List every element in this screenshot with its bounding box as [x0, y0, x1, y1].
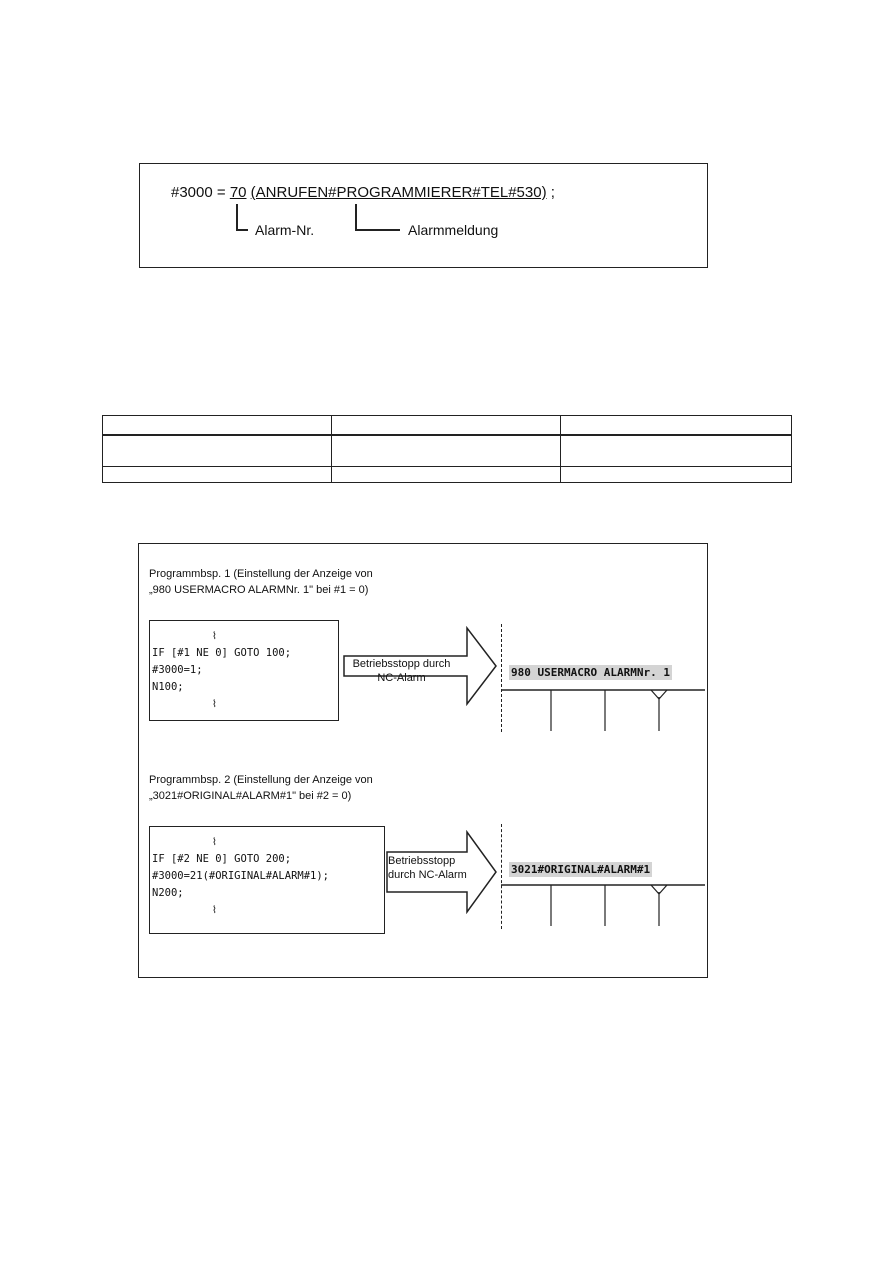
examples-box: Programmbsp. 1 (Einstellung der Anzeige … [138, 543, 708, 978]
alarm-number: 70 [229, 184, 247, 201]
code-line: N100; [152, 681, 184, 693]
code-line: #3000=21(#ORIGINAL#ALARM#1); [152, 870, 330, 882]
screen-edge-line [501, 624, 502, 732]
table-cell [330, 434, 562, 467]
screen-edge-line [501, 824, 502, 929]
table-row [102, 434, 792, 467]
table-row [102, 415, 792, 436]
code-line: IF [#1 NE 0] GOTO 100; [152, 647, 292, 659]
statement-suffix: ; [546, 184, 555, 201]
table-cell [560, 466, 792, 483]
table-cell [560, 415, 792, 436]
code-line: ⌇ [212, 631, 217, 642]
example-2-caption: Programmbsp. 2 (Einstellung der Anzeige … [149, 774, 373, 802]
example-1-code: ⌇ IF [#1 NE 0] GOTO 100; #3000=1; N100; … [149, 620, 339, 721]
example-1-arrow-label: Betriebsstopp durch NC-Alarm [352, 658, 451, 684]
code-line: ⌇ [212, 905, 217, 916]
table-cell [102, 466, 332, 483]
example-2-code: ⌇ IF [#2 NE 0] GOTO 200; #3000=21(#ORIGI… [149, 826, 385, 934]
table-cell [102, 434, 332, 467]
code-line: ⌇ [212, 699, 217, 710]
example-2-arrow-icon [386, 830, 497, 914]
table-cell [330, 415, 562, 436]
example-1-arrow-icon [343, 626, 497, 706]
statement-prefix: #3000 = [171, 184, 230, 201]
example-1-screen-keys [501, 689, 705, 731]
table-cell [330, 466, 562, 483]
example-2-arrow-label: Betriebsstopp durch NC-Alarm [388, 855, 467, 881]
alarm-message: (ANRUFEN#PROGRAMMIERER#TEL#530) [250, 184, 547, 201]
code-line: N200; [152, 887, 184, 899]
label-alarm-message: Alarmmeldung [408, 222, 499, 238]
bracket-tick-number [236, 229, 248, 231]
bracket-line-number [236, 204, 238, 230]
table-cell [560, 434, 792, 467]
example-1-caption: Programmbsp. 1 (Einstellung der Anzeige … [149, 568, 373, 596]
label-alarm-number: Alarm-Nr. [255, 222, 315, 238]
code-line: #3000=1; [152, 664, 203, 676]
example-2-screen-keys [501, 884, 705, 926]
table-row [102, 466, 792, 483]
code-line: ⌇ [212, 837, 217, 848]
bracket-line-message [355, 204, 357, 230]
empty-table [102, 415, 792, 483]
table-cell [102, 415, 332, 436]
syntax-box: #3000 = 70 (ANRUFEN#PROGRAMMIERER#TEL#53… [139, 163, 708, 268]
example-1-screen-message: 980 USERMACRO ALARMNr. 1 [509, 665, 672, 680]
example-2-screen-message: 3021#ORIGINAL#ALARM#1 [509, 862, 653, 877]
alarm-statement: #3000 = 70 (ANRUFEN#PROGRAMMIERER#TEL#53… [171, 184, 555, 201]
bracket-tick-message [355, 229, 400, 231]
code-line: IF [#2 NE 0] GOTO 200; [152, 853, 292, 865]
